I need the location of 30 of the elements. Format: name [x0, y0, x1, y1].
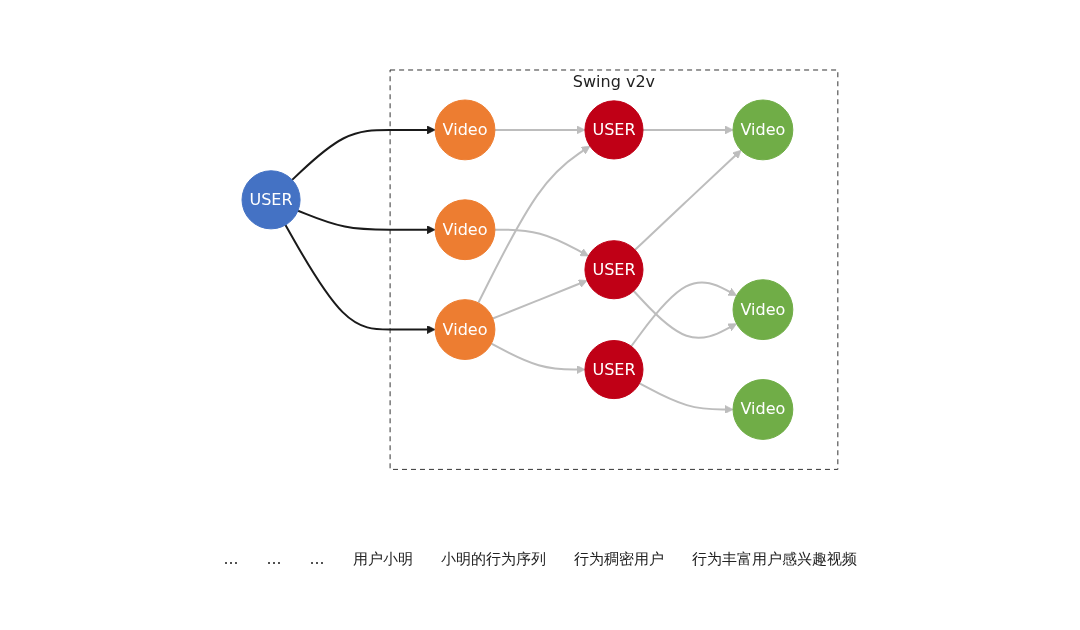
node-circle: Video — [732, 379, 794, 441]
node-circle: USER — [584, 240, 644, 300]
node-circle: USER — [584, 100, 644, 160]
column-caption: 行为稠密用户 — [573, 550, 664, 569]
node-circle: USER — [241, 170, 301, 230]
arrow — [291, 125, 436, 182]
node-circle: Video — [434, 99, 496, 161]
arrow — [632, 290, 737, 340]
arrow — [638, 382, 734, 415]
column-caption: 小明的行为序列 — [440, 550, 546, 569]
column-caption: … — [266, 550, 282, 569]
column-caption: … — [309, 550, 325, 569]
arrow — [297, 210, 436, 235]
node-circle: Video — [434, 299, 496, 361]
column-caption: … — [223, 550, 239, 569]
arrow — [494, 125, 586, 135]
arrow — [630, 281, 737, 348]
column-caption: 行为丰富用户感兴趣视频 — [691, 550, 857, 569]
arrow — [634, 150, 742, 252]
arrow — [490, 342, 586, 375]
node-circle: USER — [584, 340, 644, 400]
arrow — [284, 224, 436, 335]
arrow — [642, 125, 734, 135]
node-circle: Video — [732, 279, 794, 341]
arrow — [494, 229, 589, 257]
arrow — [477, 146, 591, 305]
arrow — [491, 279, 588, 320]
column-caption: 用户小明 — [352, 550, 413, 569]
node-circle: Video — [434, 199, 496, 261]
node-circle: Video — [732, 99, 794, 161]
